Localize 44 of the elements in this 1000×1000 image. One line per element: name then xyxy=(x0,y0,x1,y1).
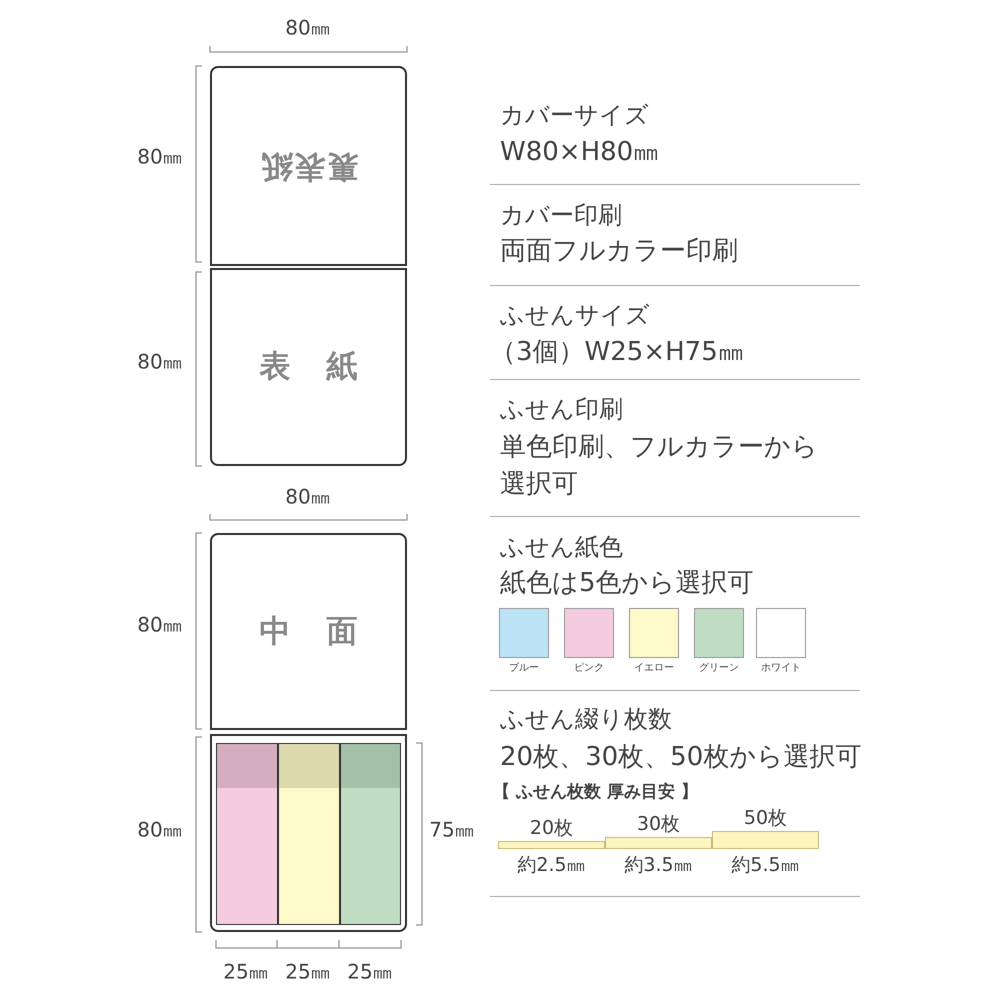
dimension-label: 80㎜ xyxy=(137,350,183,374)
dimension-label: 80㎜ xyxy=(285,16,331,40)
swatch-label: ピンク xyxy=(574,662,604,674)
swatch-label: グリーン xyxy=(699,662,739,674)
thickness-caption: 約3.5㎜ xyxy=(623,855,694,876)
dimension-label: 80㎜ xyxy=(137,146,183,168)
bar-label: 50枚 xyxy=(742,808,788,829)
spec-heading: カバーサイズ xyxy=(500,102,649,130)
spec-value: 単色印刷、フルカラーから選択可 xyxy=(500,431,819,501)
spec-heading: ふせん印刷 xyxy=(500,396,623,424)
thickness-caption: 約2.5㎜ xyxy=(516,855,587,876)
dimension-label: 25㎜ xyxy=(347,960,393,984)
spec-value: 紙色は5色から選択可 xyxy=(500,569,754,599)
dimension-label: 80㎜ xyxy=(137,818,183,842)
spec-value: 20枚、30枚、50枚から選択可 xyxy=(500,743,862,773)
spec-value: W80×H80㎜ xyxy=(500,138,660,168)
cover-panel xyxy=(210,533,407,730)
sticky-note xyxy=(278,743,340,925)
bar-label: 20枚 xyxy=(528,818,574,839)
sticky-panel xyxy=(210,734,407,932)
panel-label: 裏表紙 xyxy=(259,150,358,182)
spec-heading: ふせんサイズ xyxy=(500,302,650,330)
cover-panel xyxy=(210,268,407,466)
spec-value: （3個）W25×H75㎜ xyxy=(490,338,744,368)
dimension-label: 25㎜ xyxy=(285,960,331,984)
swatch-label: イエロー xyxy=(634,662,674,674)
bar-label: 30枚 xyxy=(636,814,682,835)
spec-heading: ふせん紙色 xyxy=(500,534,623,562)
spec-value: 両面フルカラー印刷 xyxy=(500,237,738,267)
swatch-label: ブルー xyxy=(509,662,539,674)
dimension-label: 80㎜ xyxy=(137,614,183,636)
dimension-label: 75㎜ xyxy=(429,818,475,842)
spec-heading: カバー印刷 xyxy=(500,202,622,230)
thickness-caption: 約5.5㎜ xyxy=(730,855,801,876)
spec-heading: ふせん綴り枚数 xyxy=(500,706,672,734)
dimension-label: 80㎜ xyxy=(285,486,331,508)
swatch-label: ホワイト xyxy=(761,662,801,674)
panel-label: 表紙 xyxy=(260,352,394,382)
panel-label: 中面 xyxy=(260,616,394,647)
cover-panel xyxy=(210,66,407,266)
sticky-note xyxy=(216,743,278,925)
sticky-note xyxy=(340,743,401,925)
note-heading: 【 ふせん枚数 厚み目安 】 xyxy=(493,783,698,803)
dimension-label: 25㎜ xyxy=(223,960,269,984)
